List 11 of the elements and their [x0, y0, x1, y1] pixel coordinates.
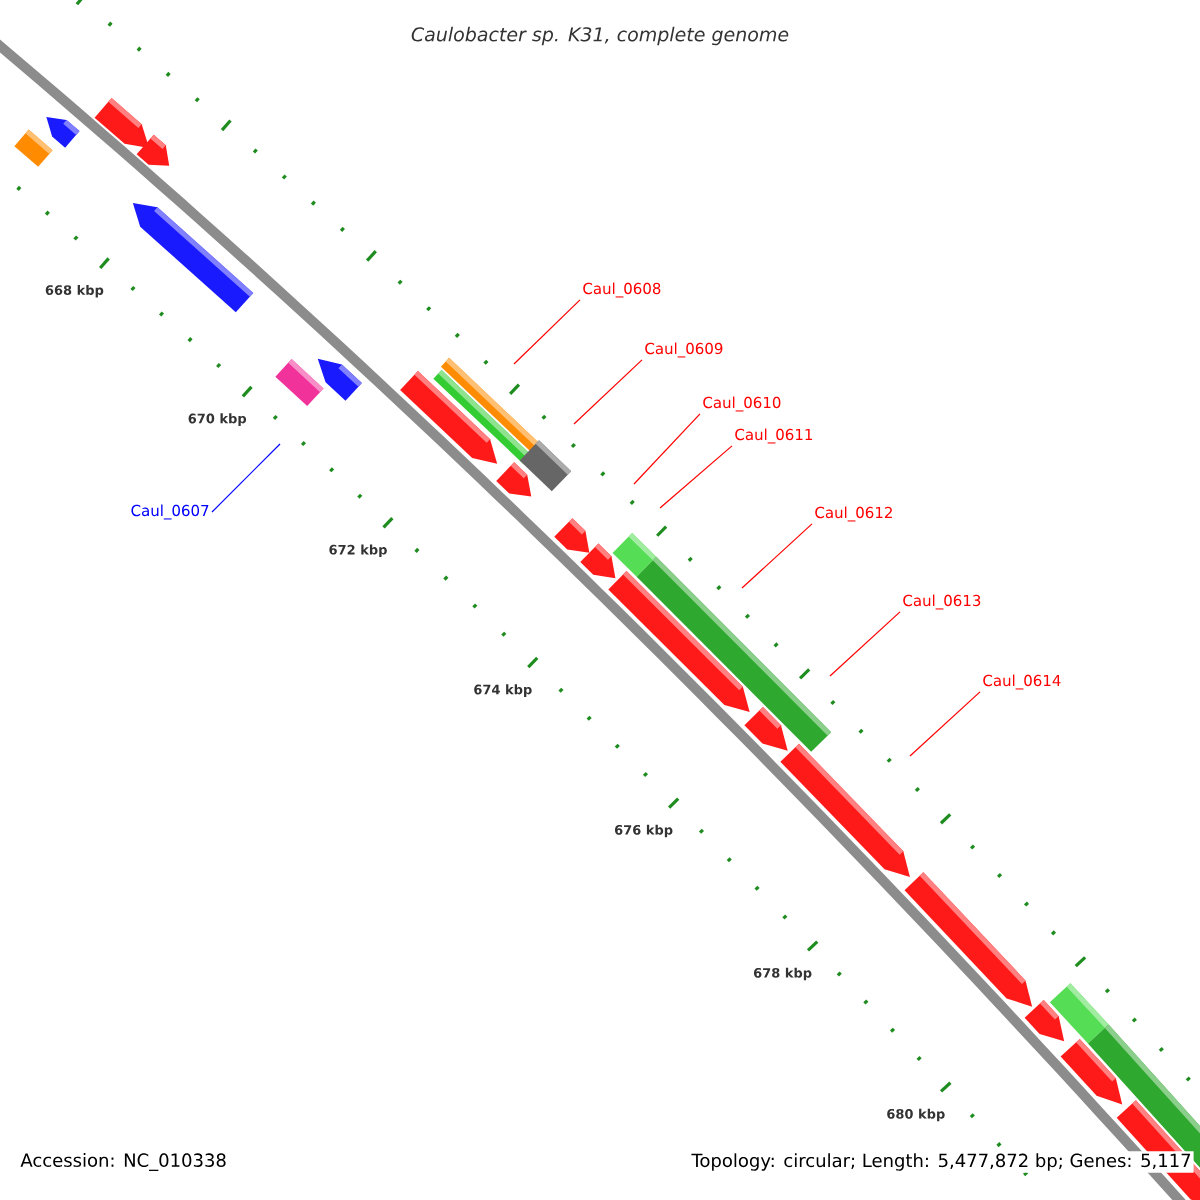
title: Caulobacter sp. K31, complete genome: [411, 26, 789, 46]
leader-line: [829, 611, 901, 677]
leader-line: [633, 413, 701, 485]
footer-text: Topology: circular; Length: 5,477,872 bp; Genes: 5,117: [689, 1151, 1194, 1173]
leader-line: [741, 523, 813, 589]
leader-line: [659, 445, 733, 509]
leader-line: [909, 691, 981, 757]
leader-line: [513, 299, 581, 365]
footer-text: Accession: NC_010338: [20, 1153, 226, 1171]
leader-line: [573, 359, 643, 425]
leader-line: [211, 443, 281, 513]
